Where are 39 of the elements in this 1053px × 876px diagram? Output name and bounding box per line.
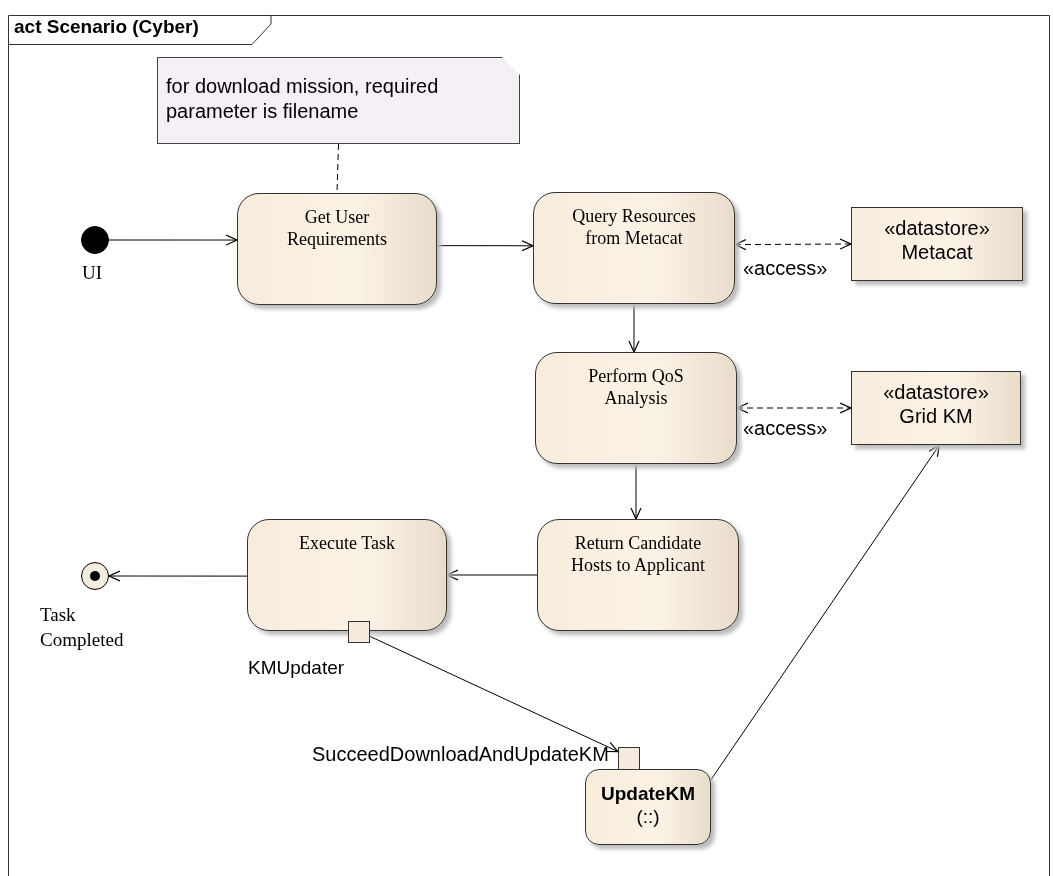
action-label: Query Resources from Metacat [571,205,697,249]
datastore-label: Metacat [901,240,973,264]
action-box [237,193,437,305]
arrow [446,569,538,581]
datastore-label: «datastore» [884,216,990,240]
arrow [630,463,642,520]
final-node [81,562,109,590]
action-box [247,519,447,631]
datastore-box [851,371,1021,445]
action-box [533,192,735,304]
action-label: (::) [636,805,660,828]
pin-square [618,747,640,770]
pin-square [348,621,370,643]
action-label: UpdateKM [601,782,695,805]
arrow [108,570,248,582]
node-label: SucceedDownloadAndUpdateKM [312,742,609,767]
action-label: Return Candidate Hosts to Applicant [570,532,706,576]
datastore-box [851,207,1023,281]
arrow [734,238,852,251]
action-box [585,769,711,845]
arrow [108,234,238,246]
datastore-label: «datastore» [883,380,989,404]
action-label: Perform QoS Analysis [587,365,685,409]
arrow [736,402,852,414]
arrow [710,444,940,781]
initial-node [81,226,109,254]
arrow [436,240,534,252]
arrow [628,303,640,353]
action-label: Get User Requirements [286,206,388,250]
arrow [369,635,619,753]
diagram-title: act Scenario (Cyber) [14,16,199,38]
node-label: KMUpdater [248,656,345,680]
action-box [535,352,737,464]
node-label: Task Completed [40,603,125,652]
node-label: UI [82,261,103,285]
action-label: Execute Task [299,532,395,554]
datastore-label: Grid KM [899,404,973,428]
action-box [537,519,739,631]
note: for download mission, required parameter is filename [157,57,520,144]
